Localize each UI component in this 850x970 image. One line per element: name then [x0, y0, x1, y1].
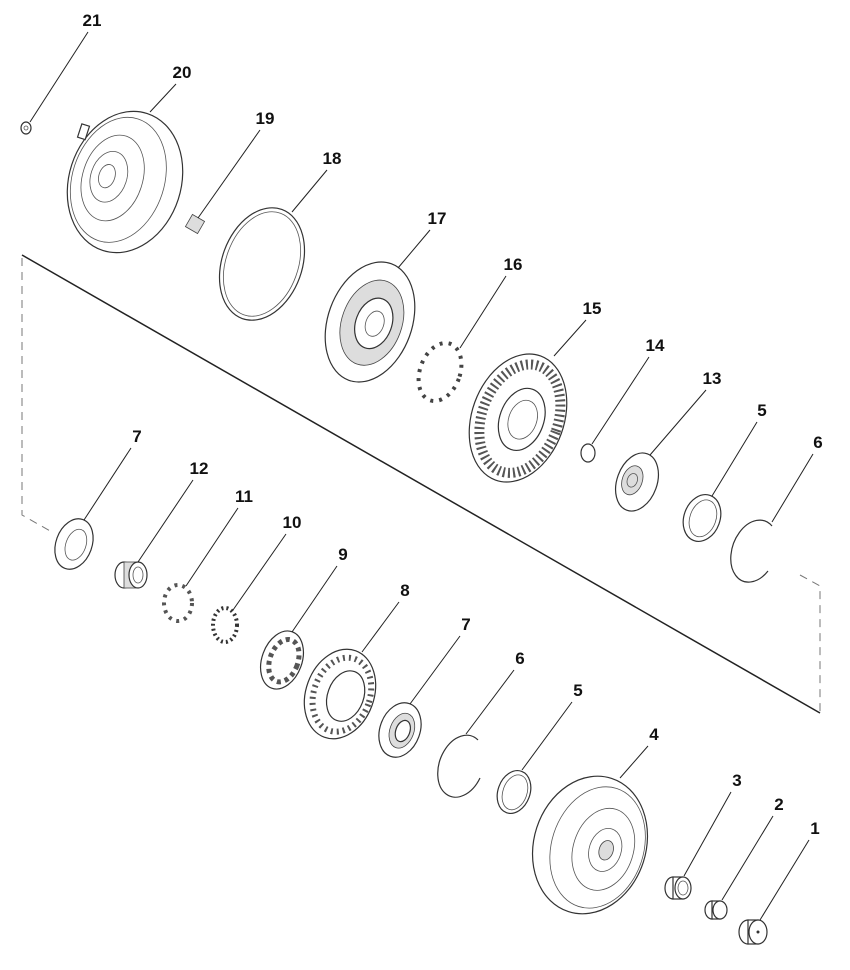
part-15-damper-plate	[468, 353, 568, 483]
callout-15: 15	[583, 299, 602, 318]
callout-8: 8	[400, 581, 409, 600]
callout-3: 3	[732, 771, 741, 790]
part-7-thrust-bearing-upper	[54, 518, 94, 570]
part-19-spring	[184, 213, 206, 235]
part-12-needle-bearing	[114, 561, 148, 589]
callout-19: 19	[256, 109, 275, 128]
part-7-thrust-bearing-lower	[378, 702, 422, 758]
part-9-one-way-clutch	[259, 630, 305, 690]
part-2-bushing	[704, 900, 728, 920]
callout-11: 11	[235, 487, 253, 506]
part-8-stator	[303, 648, 377, 740]
part-11-clips	[162, 583, 194, 623]
callout-6-lower: 6	[515, 649, 524, 668]
callout-13: 13	[703, 369, 722, 388]
callout-7-upper: 7	[132, 427, 141, 446]
part-21-nut	[20, 121, 32, 135]
callout-labels: 21 20 19 18 17 16 15 14 13 5 6 7 12 11 1…	[83, 11, 823, 838]
callout-16: 16	[504, 255, 523, 274]
callout-17: 17	[428, 209, 447, 228]
part-1-cap	[738, 919, 768, 945]
part-3-bushing	[664, 876, 692, 900]
part-4-impeller-housing	[531, 775, 649, 915]
callout-5-lower: 5	[573, 681, 582, 700]
part-6-snap-ring-lower	[437, 734, 481, 798]
callout-2: 2	[774, 795, 783, 814]
callout-10: 10	[283, 513, 302, 532]
callout-5-upper: 5	[757, 401, 766, 420]
part-16-clips	[416, 340, 464, 404]
callout-6-upper: 6	[813, 433, 822, 452]
callout-4: 4	[649, 725, 659, 744]
part-10-clips	[211, 606, 239, 644]
group-bracket-left	[21, 258, 53, 533]
callout-7-lower: 7	[461, 615, 470, 634]
leader-lines	[29, 31, 814, 921]
callout-18: 18	[323, 149, 342, 168]
part-5-thrust-washer-lower	[496, 770, 532, 814]
callout-21: 21	[83, 11, 102, 30]
part-13-turbine-hub	[614, 452, 660, 512]
callout-9: 9	[338, 545, 347, 564]
part-14-o-ring	[580, 443, 596, 463]
group-bracket-right	[799, 574, 821, 713]
part-18-seal-ring	[218, 207, 306, 321]
part-18-seal-ring-inner	[223, 211, 301, 317]
part-6-snap-ring-upper	[730, 519, 773, 583]
part-17-clutch-piston	[324, 261, 416, 383]
callout-20: 20	[173, 63, 192, 82]
group-separator-line	[21, 254, 821, 714]
callout-1: 1	[810, 819, 819, 838]
callout-14: 14	[646, 336, 665, 355]
part-20-converter-cover	[66, 110, 184, 254]
part-5-thrust-washer-upper	[682, 494, 722, 542]
callout-12: 12	[190, 459, 209, 478]
